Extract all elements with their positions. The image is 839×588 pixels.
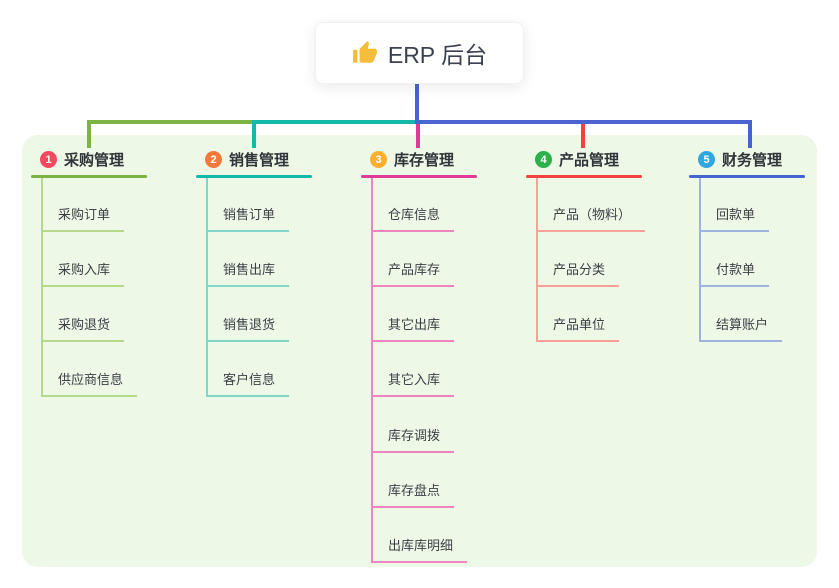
branch-items-connector-line [699, 178, 701, 342]
branch-title: 库存管理 [394, 152, 455, 169]
mindmap-item[interactable]: 客户信息 [206, 369, 290, 397]
branch-title: 销售管理 [229, 152, 290, 169]
branch-node-product-management[interactable]: 4 产品管理 [535, 149, 619, 170]
mindmap-item[interactable]: 库存调拨 [371, 425, 455, 453]
branch-items-connector-line [206, 178, 208, 397]
branch-underline [689, 175, 805, 178]
branch-items-connector-line [536, 178, 538, 342]
branch-drop-line-sales-management [252, 120, 256, 148]
mindmap-item[interactable]: 仓库信息 [371, 204, 455, 232]
mindmap-item[interactable]: 采购入库 [41, 259, 125, 287]
thumbs-up-icon [352, 40, 378, 66]
mindmap-item[interactable]: 库存盘点 [371, 480, 455, 508]
branch-underline [196, 175, 312, 178]
mindmap-item[interactable]: 出库库明细 [371, 535, 468, 563]
branch-index-badge: 2 [205, 151, 222, 168]
bus-segment-right [416, 120, 752, 124]
root-title: ERP 后台 [387, 42, 488, 68]
branch-title: 采购管理 [64, 152, 125, 169]
branch-index-badge: 3 [370, 151, 387, 168]
bus-segment-middle [252, 120, 418, 124]
branch-node-purchase-management[interactable]: 1 采购管理 [40, 149, 124, 170]
mindmap-item[interactable]: 产品库存 [371, 259, 455, 287]
branch-index-badge: 4 [535, 151, 552, 168]
mindmap-item[interactable]: 销售订单 [206, 204, 290, 232]
branch-node-finance-management[interactable]: 5 财务管理 [698, 149, 782, 170]
branch-underline [526, 175, 642, 178]
mindmap-item[interactable]: 产品（物料） [536, 204, 646, 232]
branch-title: 财务管理 [722, 152, 783, 169]
mindmap-item[interactable]: 付款单 [699, 259, 770, 287]
mindmap-item[interactable]: 销售退货 [206, 314, 290, 342]
branch-drop-line-inventory-management [416, 120, 420, 148]
branch-node-inventory-management[interactable]: 3 库存管理 [370, 149, 454, 170]
mindmap-item[interactable]: 采购退货 [41, 314, 125, 342]
branch-drop-line-finance-management [748, 120, 752, 148]
branch-index-badge: 1 [40, 151, 57, 168]
mindmap-item[interactable]: 回款单 [699, 204, 770, 232]
mindmap-item[interactable]: 采购订单 [41, 204, 125, 232]
branch-node-sales-management[interactable]: 2 销售管理 [205, 149, 289, 170]
branch-drop-line-product-management [581, 120, 585, 148]
branch-underline [31, 175, 147, 178]
root-connector-line [415, 82, 419, 124]
mindmap-item[interactable]: 产品单位 [536, 314, 620, 342]
mindmap-item[interactable]: 其它入库 [371, 369, 455, 397]
root-node[interactable]: ERP 后台 [315, 22, 524, 84]
branch-items-connector-line [41, 178, 43, 397]
mindmap-item[interactable]: 产品分类 [536, 259, 620, 287]
bus-segment-left [87, 120, 254, 124]
mindmap-item[interactable]: 结算账户 [699, 314, 783, 342]
branch-underline [361, 175, 477, 178]
branch-items-connector-line [371, 178, 373, 563]
branch-drop-line-purchase-management [87, 120, 91, 148]
mindmap-item[interactable]: 销售出库 [206, 259, 290, 287]
branches-panel [22, 135, 817, 567]
mindmap-item[interactable]: 供应商信息 [41, 369, 138, 397]
branch-title: 产品管理 [559, 152, 620, 169]
branch-index-badge: 5 [698, 151, 715, 168]
mindmap-item[interactable]: 其它出库 [371, 314, 455, 342]
